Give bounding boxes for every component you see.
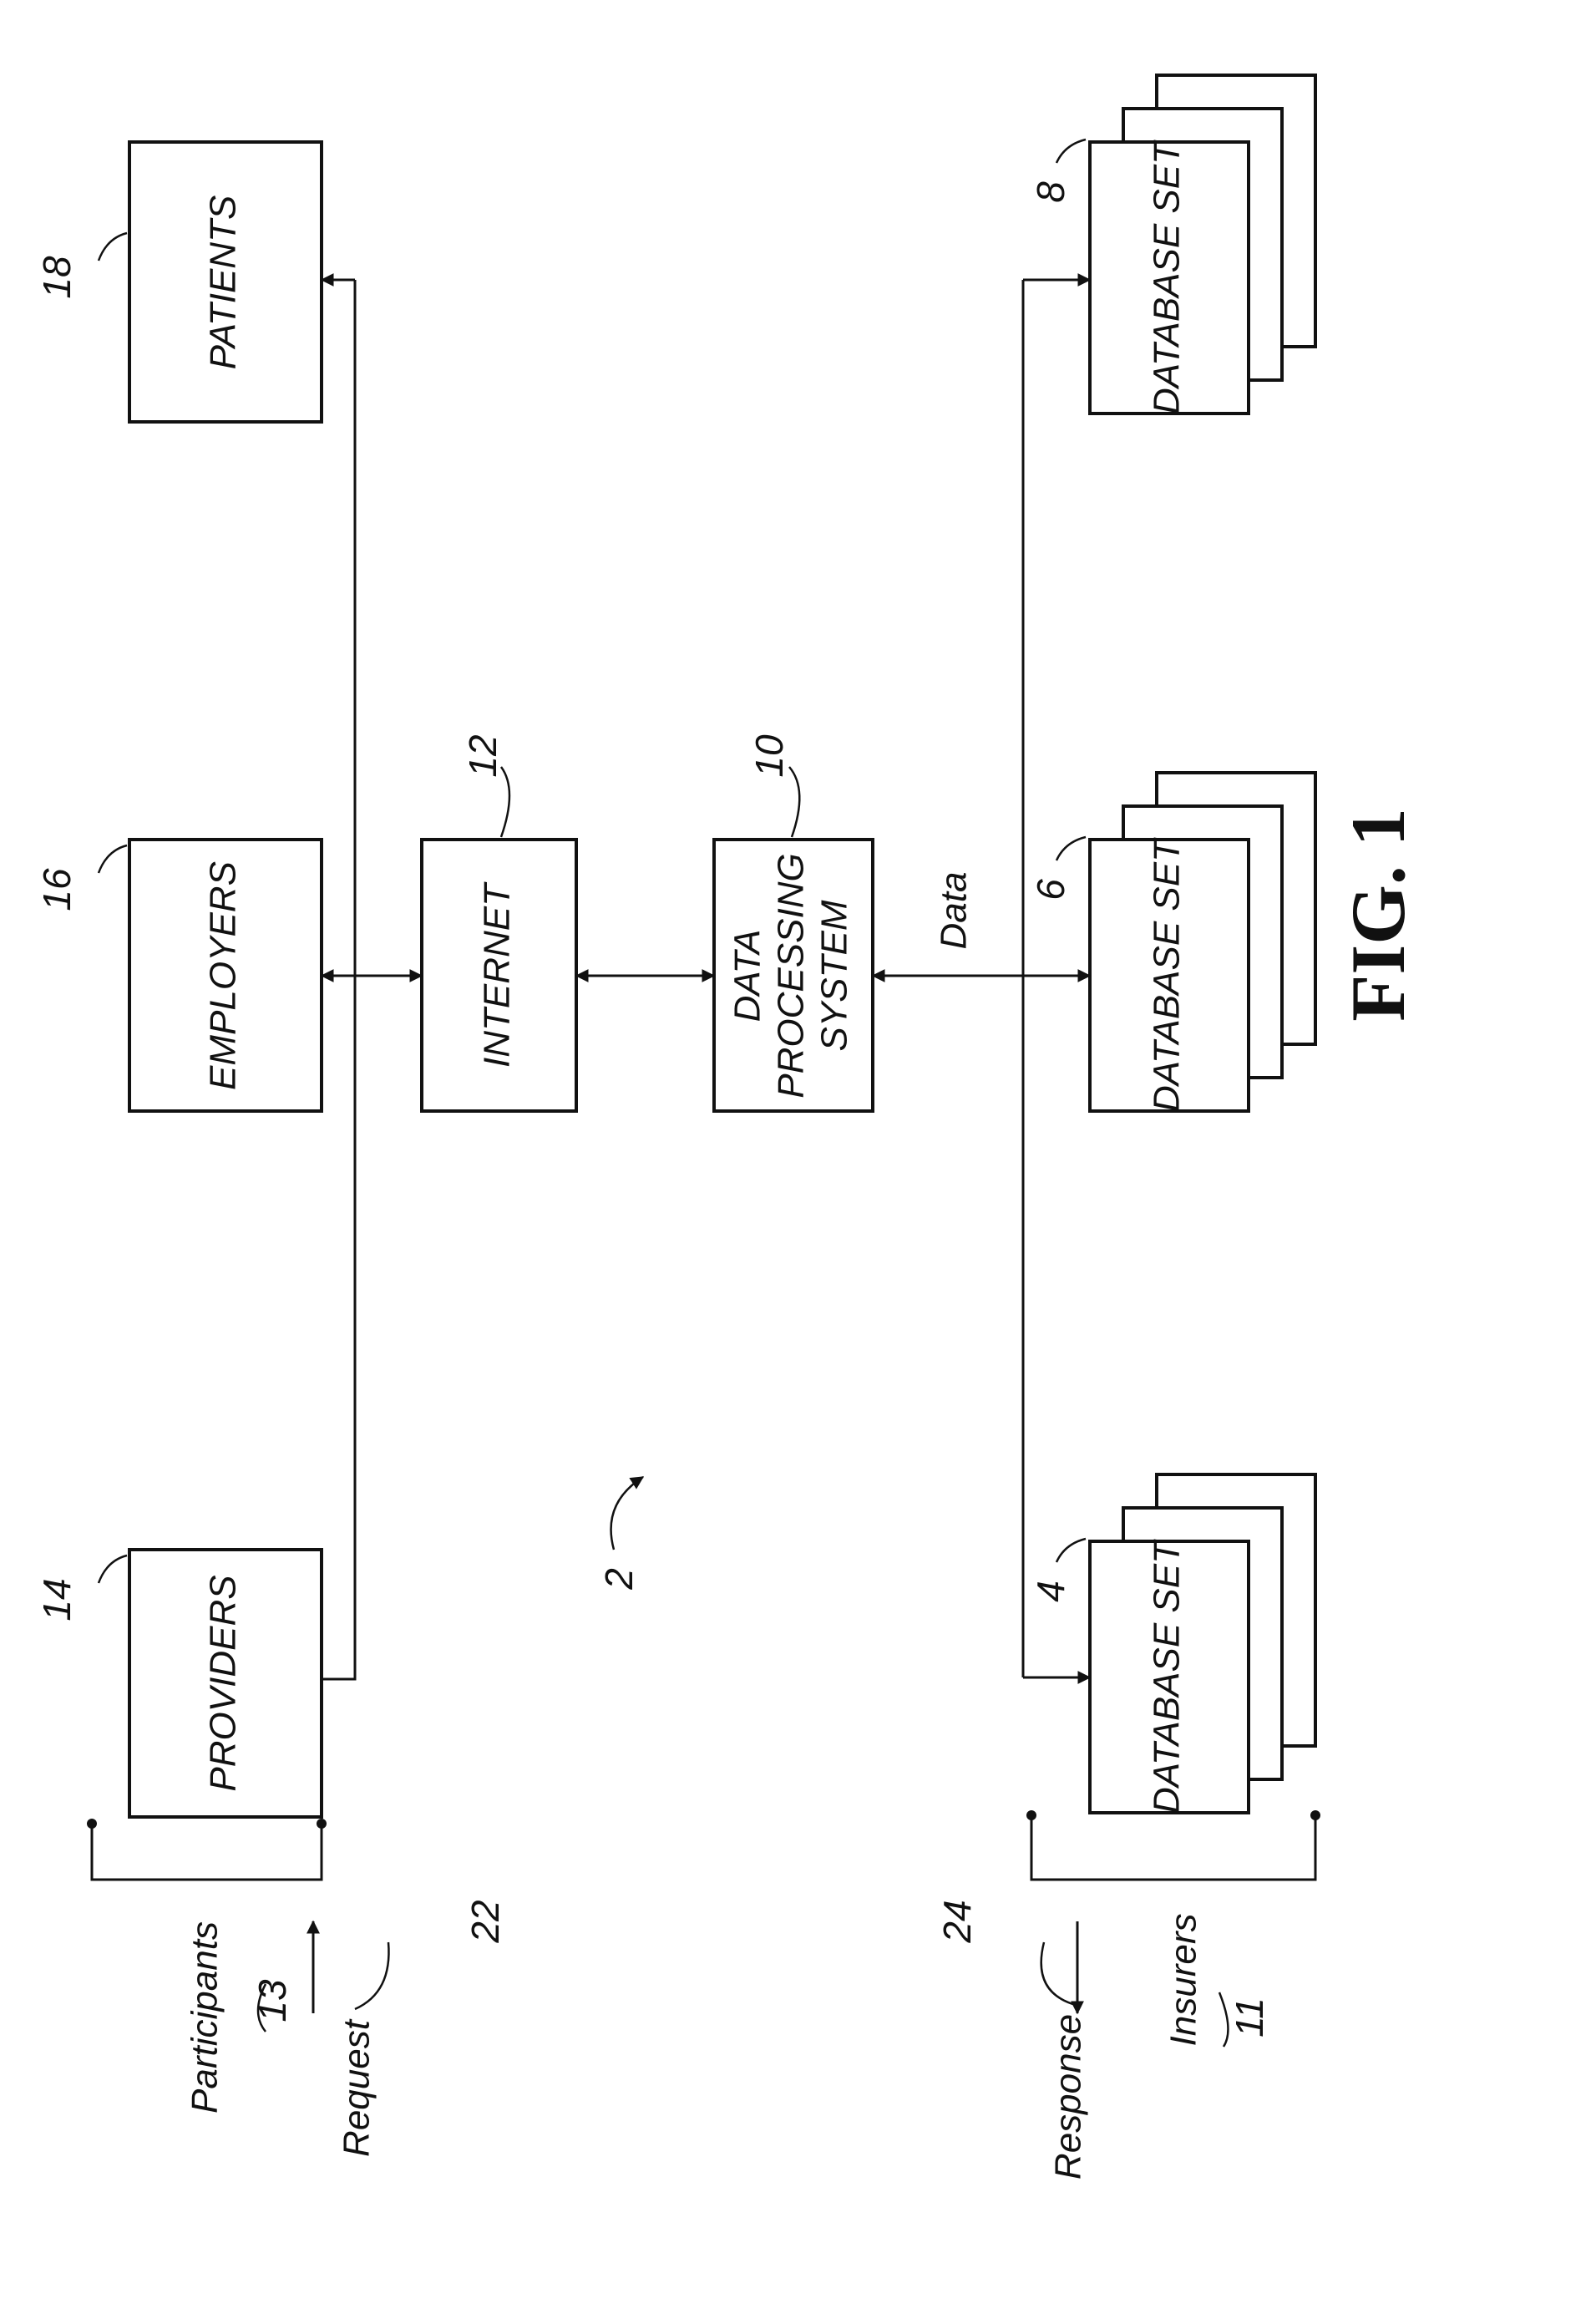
employers-label: EMPLOYERS [203,861,244,1090]
database-set-8-label: DATABASE SET [1147,140,1188,414]
svg-text:16: 16 [35,868,79,911]
database-set-4: DATABASE SET [1090,1474,1315,1814]
database-set-6-label: DATABASE SET [1147,837,1188,1112]
ref-16: 16 [35,845,127,911]
providers-label: PROVIDERS [203,1575,244,1791]
request-label: Request [337,2018,377,2157]
figure-label: FIG. 1 [1335,808,1421,1022]
data-label: Data [934,872,975,950]
svg-text:12: 12 [461,734,504,777]
ref-10: 10 [747,734,799,837]
insurers-bracket [1026,1810,1320,1880]
ref-2: 2 [597,1477,643,1591]
svg-text:2: 2 [597,1568,641,1591]
svg-text:14: 14 [35,1578,79,1621]
response-arrow: Response 24 [935,1900,1088,2180]
svg-text:SYSTEM: SYSTEM [814,900,855,1051]
svg-text:8: 8 [1029,181,1072,203]
ref-4: 4 [1029,1539,1086,1602]
svg-text:18: 18 [35,256,79,299]
database-set-4-label: DATABASE SET [1147,1539,1188,1814]
svg-text:4: 4 [1029,1581,1072,1602]
svg-text:PROCESSING: PROCESSING [771,853,812,1098]
participants-label: Participants [185,1921,225,2114]
internet-label: INTERNET [477,881,518,1068]
database-bus [1023,280,1090,1677]
svg-text:DATA: DATA [727,930,768,1023]
svg-text:10: 10 [747,734,791,778]
request-ref: 22 [464,1900,507,1943]
participant-bus [322,280,422,1679]
participants-ref: 13 [251,1979,294,2022]
svg-text:6: 6 [1029,879,1072,901]
ref-12: 12 [461,734,509,837]
response-ref: 24 [935,1900,979,1943]
insurers-label: Insurers [1163,1914,1204,2047]
response-label: Response [1048,2014,1089,2180]
patients-label: PATIENTS [203,195,244,370]
participants-bracket [87,1819,327,1880]
insurers-ref-leader [1219,1992,1228,2047]
ref-6: 6 [1029,837,1086,901]
request-arrow: Request 22 [313,1900,507,2157]
ref-18: 18 [35,233,127,299]
insurers-ref: 11 [1228,1997,1271,2038]
database-set-8: DATABASE SET [1090,75,1315,414]
database-set-6: DATABASE SET [1090,773,1315,1112]
ref-14: 14 [35,1555,127,1621]
ref-8: 8 [1029,140,1086,203]
